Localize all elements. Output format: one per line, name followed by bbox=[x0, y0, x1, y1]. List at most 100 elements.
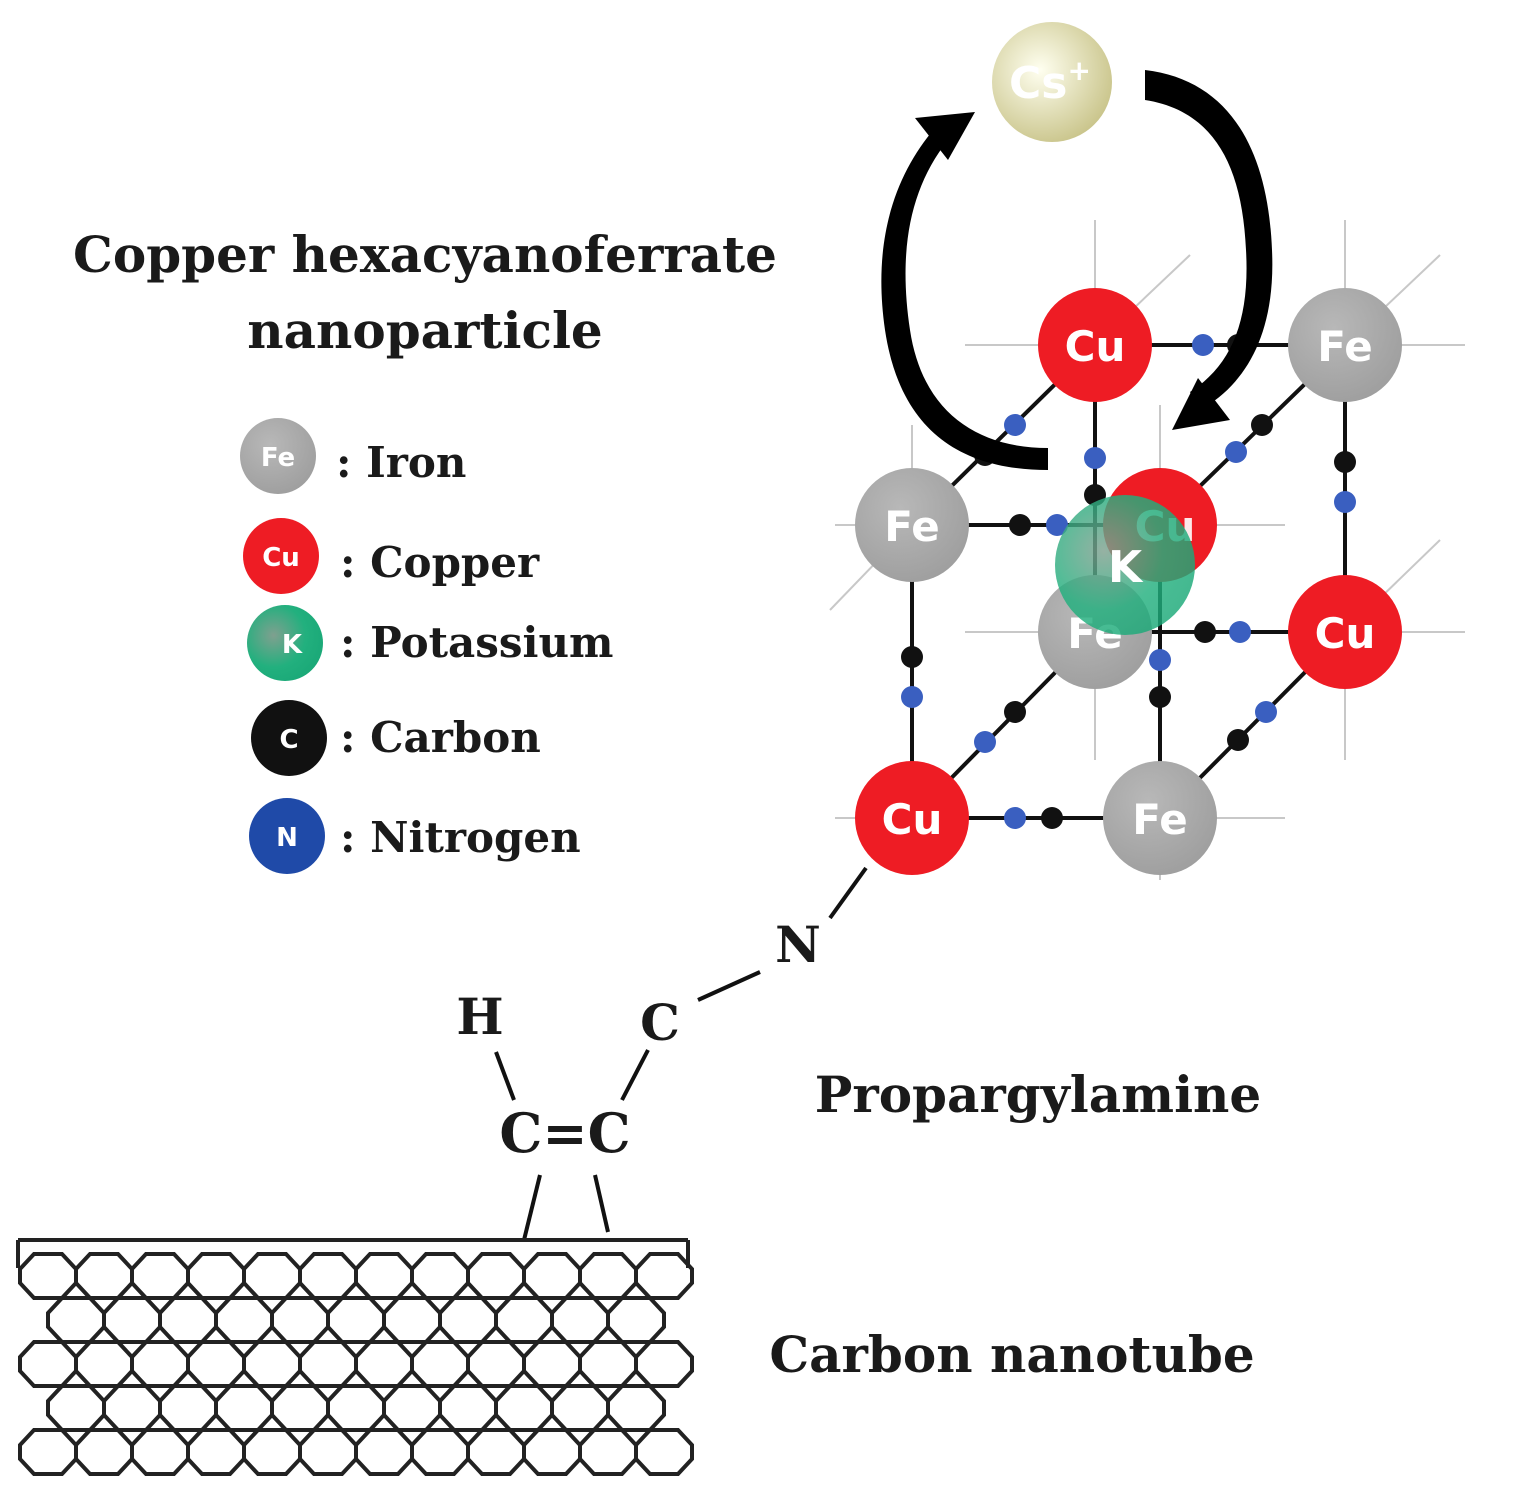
fe-atom-left: Fe bbox=[855, 468, 969, 582]
carbon-atom bbox=[1334, 451, 1356, 473]
nanotube-hexagon bbox=[270, 1384, 330, 1432]
linker-nitrogen: N bbox=[775, 915, 821, 974]
arrow-head-up bbox=[915, 112, 975, 160]
nanotube-hexagon bbox=[326, 1384, 386, 1432]
legend-label: : Copper bbox=[340, 538, 540, 587]
nanotube-hexagon bbox=[438, 1296, 498, 1344]
svg-text:Cu: Cu bbox=[882, 795, 943, 844]
legend-symbol: K bbox=[282, 630, 303, 660]
nanotube-hexagon bbox=[242, 1340, 302, 1388]
nanotube-hexagon bbox=[130, 1252, 190, 1300]
nitrogen-atom bbox=[1084, 447, 1106, 469]
nanotube-hexagon bbox=[186, 1428, 246, 1476]
nanotube-hexagon bbox=[354, 1428, 414, 1476]
nanotube-hexagon bbox=[382, 1384, 442, 1432]
nanotube-hexagon bbox=[550, 1296, 610, 1344]
nanotube-hexagon bbox=[214, 1384, 274, 1432]
legend-symbol: Fe bbox=[261, 443, 295, 473]
nanotube-hexagon bbox=[214, 1296, 274, 1344]
nitrogen-atom bbox=[1229, 621, 1251, 643]
title-line-1: Copper hexacyanoferrate bbox=[73, 225, 777, 284]
arrow-up-icon bbox=[881, 128, 1048, 470]
propargylamine-label: Propargylamine bbox=[815, 1065, 1261, 1124]
nanotube-hexagon bbox=[606, 1384, 666, 1432]
nanotube-hexagon bbox=[410, 1428, 470, 1476]
legend-item-iron: Fe : Iron bbox=[240, 418, 466, 494]
nanotube-hexagon bbox=[606, 1296, 666, 1344]
nanotube-hexagon bbox=[46, 1296, 106, 1344]
nanotube-hexagon bbox=[102, 1384, 162, 1432]
nanotube-hexagon bbox=[326, 1296, 386, 1344]
legend-label: : Carbon bbox=[340, 713, 541, 762]
svg-text:Cu: Cu bbox=[1065, 322, 1126, 371]
nanotube-hexagon bbox=[18, 1428, 78, 1476]
carbon-nanotube bbox=[16, 1238, 694, 1476]
nitrogen-atom bbox=[1149, 649, 1171, 671]
linker-alkene: C=C bbox=[499, 1101, 630, 1165]
nanotube-hexagon bbox=[438, 1384, 498, 1432]
nanotube-hexagon bbox=[298, 1252, 358, 1300]
propargylamine-linker: N C H C=C bbox=[456, 866, 868, 1241]
nanotube-hexagon bbox=[634, 1252, 694, 1300]
nanotube-hexagon bbox=[74, 1252, 134, 1300]
cu-atom-bottom-left: Cu bbox=[855, 761, 969, 875]
nanotube-label: Carbon nanotube bbox=[769, 1325, 1254, 1384]
nanotube-hexagon bbox=[578, 1428, 638, 1476]
cu-atom-right: Cu bbox=[1288, 575, 1402, 689]
legend-item-copper: Cu : Copper bbox=[243, 518, 540, 594]
svg-text:Fe: Fe bbox=[884, 502, 939, 551]
carbon-atom bbox=[1227, 729, 1249, 751]
lattice-atoms: Fe Cu Fe Fe Cu Cu K Cu bbox=[855, 288, 1402, 875]
linker-hydrogen: H bbox=[456, 987, 503, 1046]
nanotube-hexagon bbox=[74, 1340, 134, 1388]
copper-atom-icon bbox=[243, 518, 319, 594]
nanotube-hexagon bbox=[242, 1428, 302, 1476]
svg-text:Cu: Cu bbox=[1315, 609, 1376, 658]
legend: Fe : Iron Cu : Copper K : Potassium C : … bbox=[240, 418, 613, 874]
nanotube-hexagon bbox=[466, 1252, 526, 1300]
nanotube-hexagon bbox=[634, 1340, 694, 1388]
svg-text:Fe: Fe bbox=[1317, 322, 1372, 371]
nanotube-hexagon bbox=[270, 1296, 330, 1344]
nanotube-hexagon bbox=[494, 1296, 554, 1344]
nitrogen-atom bbox=[1255, 701, 1277, 723]
nanotube-hexagon bbox=[410, 1252, 470, 1300]
nitrogen-atom bbox=[1334, 491, 1356, 513]
nanotube-hexagon bbox=[466, 1340, 526, 1388]
cu-atom-top: Cu bbox=[1038, 288, 1152, 402]
legend-item-potassium: K : Potassium bbox=[247, 605, 613, 681]
carbon-atom bbox=[901, 646, 923, 668]
arrow-head-down bbox=[1172, 378, 1230, 430]
legend-symbol: Cu bbox=[262, 543, 300, 573]
legend-symbol: C bbox=[279, 725, 298, 755]
carbon-atom bbox=[1004, 701, 1026, 723]
nanotube-hexagon bbox=[18, 1340, 78, 1388]
nanotube-hex-lattice bbox=[18, 1252, 694, 1476]
cesium-label: Cs+ bbox=[1009, 54, 1091, 109]
legend-label: : Potassium bbox=[340, 618, 613, 667]
legend-item-nitrogen: N : Nitrogen bbox=[249, 798, 581, 874]
fe-atom-bottom-right: Fe bbox=[1103, 761, 1217, 875]
nitrogen-atom-icon bbox=[249, 798, 325, 874]
nanotube-hexagon bbox=[522, 1340, 582, 1388]
nanotube-hexagon bbox=[466, 1428, 526, 1476]
fe-atom-top-right: Fe bbox=[1288, 288, 1402, 402]
cesium-atom-icon bbox=[992, 22, 1112, 142]
nitrogen-atom bbox=[974, 731, 996, 753]
svg-text:K: K bbox=[1108, 542, 1144, 593]
carbon-atom bbox=[1251, 414, 1273, 436]
legend-symbol: N bbox=[276, 823, 298, 853]
nanotube-hexagon bbox=[298, 1428, 358, 1476]
nanotube-hexagon bbox=[74, 1428, 134, 1476]
nanotube-hexagon bbox=[522, 1428, 582, 1476]
potassium-atom-icon bbox=[247, 605, 323, 681]
carbon-atom bbox=[1041, 807, 1063, 829]
k-atom-center: K bbox=[1055, 495, 1195, 635]
carbon-atom bbox=[1009, 514, 1031, 536]
nanotube-hexagon bbox=[354, 1340, 414, 1388]
ion-exchange-arrows bbox=[881, 70, 1273, 470]
nanotube-hexagon bbox=[46, 1384, 106, 1432]
legend-label: : Iron bbox=[336, 438, 466, 487]
nanotube-hexagon bbox=[186, 1252, 246, 1300]
